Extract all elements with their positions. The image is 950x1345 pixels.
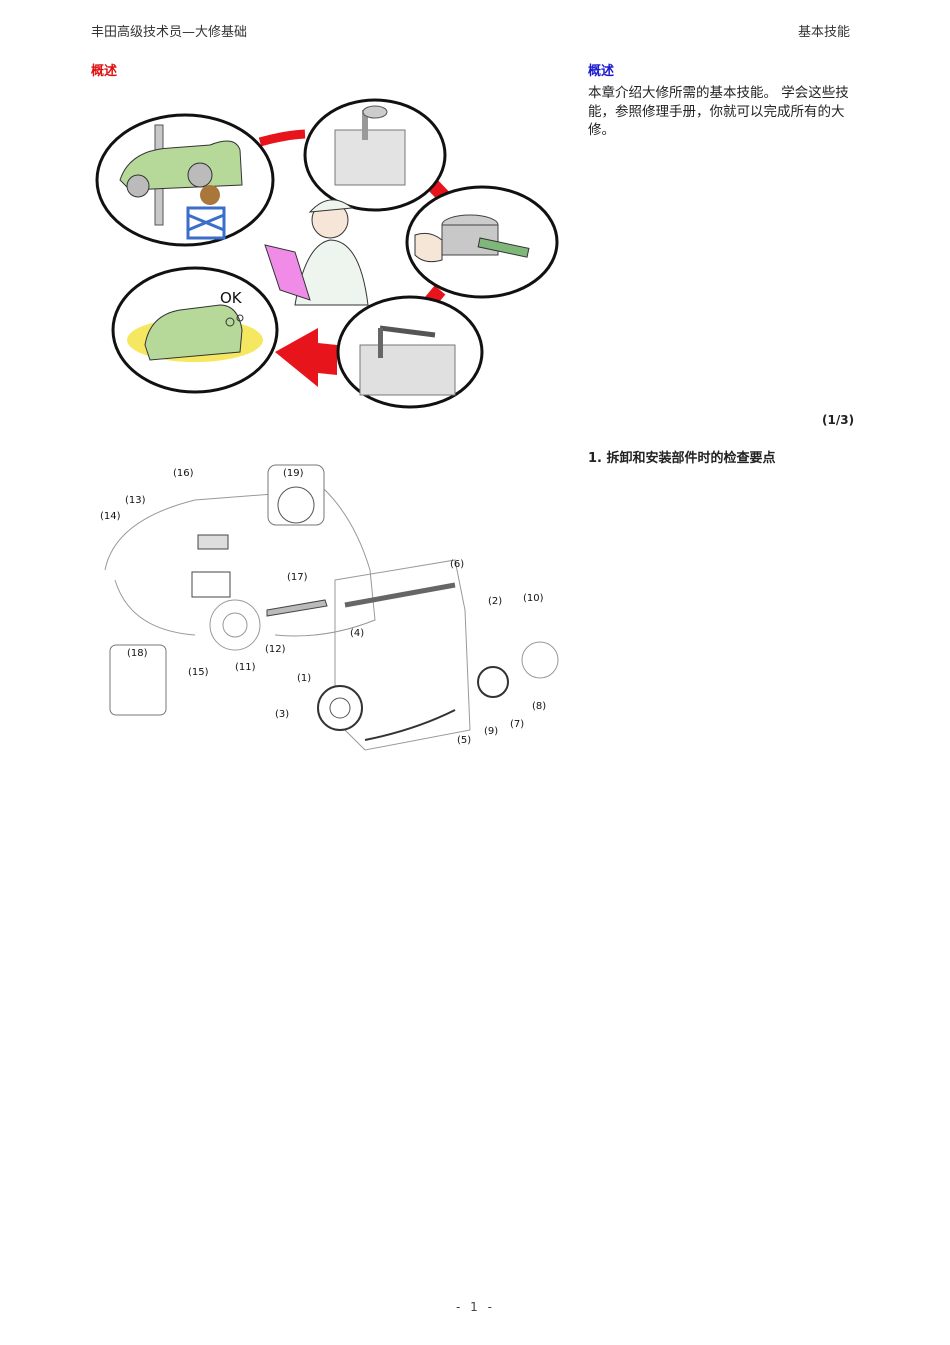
callout-2: (2): [488, 596, 502, 607]
overhaul-cycle-figure: OK: [90, 90, 560, 410]
intro-paragraph: 本章介绍大修所需的基本技能。 学会这些技能，参照修理手册，你就可以完成所有的大修…: [588, 85, 849, 138]
callout-1: (1): [297, 673, 311, 684]
callout-8: (8): [532, 701, 546, 712]
callout-16: (16): [173, 468, 194, 479]
callout-12: (12): [265, 644, 286, 655]
callout-14: (14): [100, 511, 121, 522]
callout-15: (15): [188, 667, 209, 678]
page-number: - 1 -: [456, 1300, 495, 1314]
callout-19: (19): [283, 468, 304, 479]
callout-13: (13): [125, 495, 146, 506]
left-section-label: 概述: [91, 64, 118, 79]
subheading: 1. 拆卸和安装部件时的检查要点: [588, 451, 776, 466]
callout-18: (18): [127, 648, 148, 659]
callout-7: (7): [510, 719, 524, 730]
callout-6: (6): [450, 559, 464, 570]
callout-10: (10): [523, 593, 544, 604]
right-section-label: 概述: [588, 64, 615, 79]
header-left-title: 丰田高级技术员—大修基础: [91, 25, 248, 40]
callout-9: (9): [484, 726, 498, 737]
header-right-title: 基本技能: [798, 25, 851, 40]
callout-4: (4): [350, 628, 364, 639]
callout-17: (17): [287, 572, 308, 583]
component-callout-figure: (1) (2) (3) (4) (5) (6) (7) (8) (9) (10)…: [95, 460, 565, 760]
ok-label: OK: [220, 289, 243, 307]
page-indicator: (1/3): [822, 413, 855, 427]
callout-11: (11): [235, 662, 256, 673]
callout-3: (3): [275, 709, 289, 720]
callout-5: (5): [457, 735, 471, 746]
